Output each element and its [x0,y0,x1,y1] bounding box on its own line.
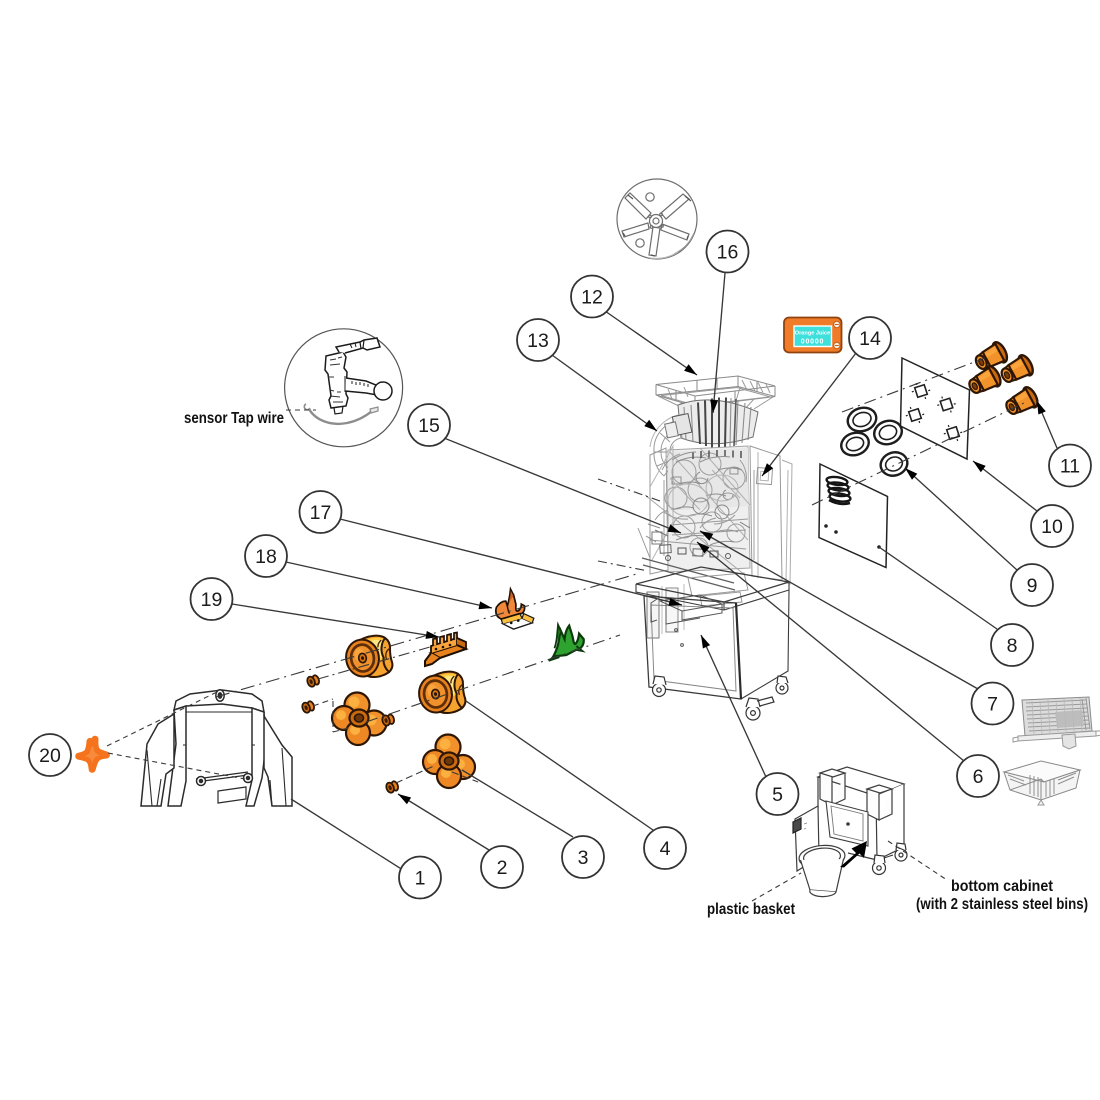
svg-text:17: 17 [310,502,332,524]
svg-text:5: 5 [772,784,783,806]
svg-text:8: 8 [1007,635,1018,657]
svg-text:10: 10 [1041,516,1063,538]
svg-text:(with 2 stainless steel bins): (with 2 stainless steel bins) [916,896,1088,913]
svg-text:11: 11 [1060,456,1080,478]
svg-text:sensor Tap wire: sensor Tap wire [184,410,284,427]
svg-text:00000: 00000 [801,339,824,346]
svg-text:Orange Juice: Orange Juice [795,331,830,337]
svg-text:7: 7 [987,694,998,716]
svg-text:13: 13 [527,330,549,352]
svg-text:18: 18 [255,546,277,568]
svg-text:bottom cabinet: bottom cabinet [951,878,1054,895]
svg-text:9: 9 [1027,575,1038,597]
svg-text:plastic basket: plastic basket [707,901,796,918]
svg-text:6: 6 [973,766,984,788]
svg-text:20: 20 [39,745,61,767]
svg-text:4: 4 [660,838,671,860]
svg-text:16: 16 [717,242,739,264]
svg-text:1: 1 [415,868,426,890]
svg-text:2: 2 [497,857,508,879]
svg-text:3: 3 [578,847,589,869]
svg-text:15: 15 [418,415,440,437]
svg-text:19: 19 [201,589,223,611]
svg-text:12: 12 [581,287,603,309]
svg-text:14: 14 [859,328,881,350]
